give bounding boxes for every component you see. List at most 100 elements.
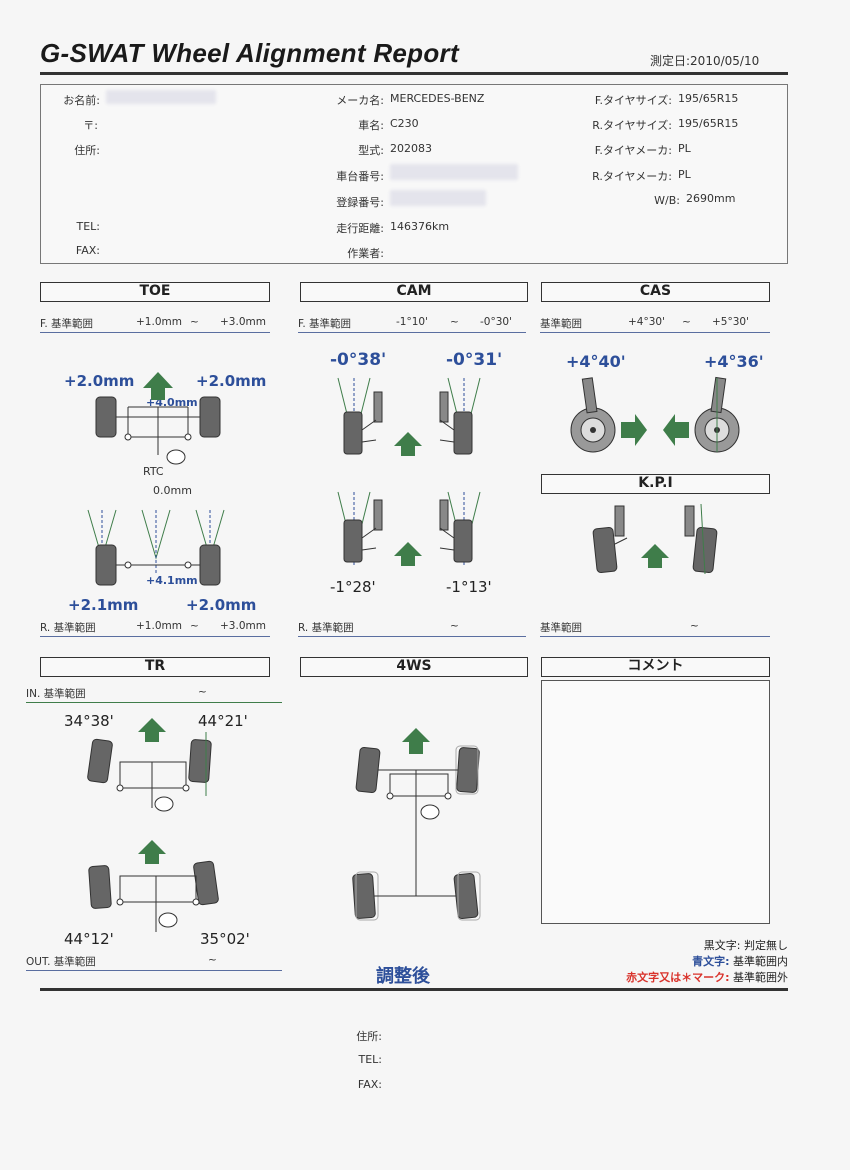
- cas-range-label: 基準範囲: [540, 318, 582, 330]
- legend-red-text: 基準範囲外: [733, 971, 788, 984]
- cam-f-max: -0°30': [480, 316, 512, 328]
- model-label: 車名:: [358, 119, 384, 132]
- reg-label: 登録番号:: [336, 196, 384, 209]
- zip-label: 〒:: [83, 119, 98, 132]
- comment-box[interactable]: [541, 680, 770, 924]
- tr-in-right: 44°21': [198, 712, 248, 730]
- date-value: 2010/05/10: [690, 54, 760, 68]
- mileage-value: 146376km: [390, 220, 450, 233]
- footer-fax-label: FAX:: [357, 1078, 382, 1091]
- toe-header: TOE: [40, 282, 270, 302]
- kpi-tilde: ~: [690, 620, 699, 632]
- 4ws-diagram: [352, 728, 481, 921]
- cas-right: +4°36': [704, 352, 764, 371]
- cam-rear-right: -1°13': [446, 578, 492, 596]
- footer-rule: [40, 988, 788, 991]
- tr-in-left: 34°38': [64, 712, 114, 730]
- measure-date: 測定日:2010/05/10: [650, 52, 759, 69]
- r-maker-label: R.タイヤメーカ:: [592, 170, 672, 183]
- cas-min: +4°30': [628, 316, 665, 328]
- toe-f-range-label: F. 基準範囲: [40, 318, 94, 330]
- toe-rear-right: +2.0mm: [186, 596, 257, 614]
- type-value: 202083: [390, 142, 432, 155]
- forward-arrow-icon: [394, 432, 422, 456]
- legend-blue-label: 青文字:: [692, 955, 730, 968]
- tr-out-right: 35°02': [200, 930, 250, 948]
- cam-r-range: R. 基準範囲 ~: [298, 620, 526, 637]
- tr-in-range: IN. 基準範囲 ~: [26, 686, 282, 703]
- toe-r-tilde: ~: [190, 620, 199, 632]
- footer-address-label: 住所:: [356, 1030, 382, 1043]
- wb-label: W/B:: [654, 194, 680, 207]
- kpi-diagram: [592, 503, 718, 575]
- toe-f-max: +3.0mm: [220, 316, 266, 328]
- toe-front-left: +2.0mm: [64, 372, 135, 390]
- f-size-label: F.タイヤサイズ:: [594, 94, 672, 107]
- fax-label: FAX:: [75, 244, 100, 257]
- name-label: お名前:: [63, 94, 100, 107]
- tr-out-left: 44°12': [64, 930, 114, 948]
- r-size-value: 195/65R15: [678, 117, 739, 130]
- tr-in-tilde: ~: [198, 686, 207, 698]
- date-label: 測定日:: [650, 54, 691, 68]
- legend-black-label: 黒文字:: [703, 939, 741, 952]
- report-title: G-SWAT Wheel Alignment Report: [40, 38, 459, 68]
- tr-diagram: [87, 718, 219, 932]
- steering-wheel-icon: [166, 449, 186, 465]
- footer-tel-label: TEL:: [358, 1053, 382, 1066]
- cam-front-right: -0°31': [446, 350, 503, 370]
- f-maker-label: F.タイヤメーカ:: [594, 144, 672, 157]
- cam-front-left: -0°38': [330, 350, 387, 370]
- cas-tilde: ~: [682, 316, 691, 328]
- cam-diagram: [337, 377, 481, 566]
- right-arrow-icon: [621, 414, 647, 446]
- wb-value: 2690mm: [686, 192, 736, 205]
- address-label: 住所:: [74, 144, 100, 157]
- f-size-value: 195/65R15: [678, 92, 739, 105]
- toe-r-range-label: R. 基準範囲: [40, 622, 96, 634]
- tel-label: TEL:: [76, 220, 100, 233]
- toe-r-min: +1.0mm: [136, 620, 182, 632]
- status-after-adjustment: 調整後: [376, 966, 430, 987]
- f-maker-value: PL: [678, 142, 691, 155]
- toe-diagram: [87, 372, 225, 586]
- toe-r-range: R. 基準範囲 +1.0mm ~ +3.0mm: [40, 620, 270, 637]
- legend-blue-text: 基準範囲内: [733, 955, 788, 968]
- r-size-label: R.タイヤサイズ:: [592, 119, 672, 132]
- legend-red: 赤文字又は＊マーク: 基準範囲外: [540, 969, 788, 985]
- cas-range: 基準範囲 +4°30' ~ +5°30': [540, 316, 770, 333]
- cam-rear-left: -1°28': [330, 578, 376, 596]
- r-maker-value: PL: [678, 168, 691, 181]
- toe-rear-left: +2.1mm: [68, 596, 139, 614]
- toe-rear-total: +4.1mm: [146, 574, 198, 587]
- cas-header: CAS: [541, 282, 770, 302]
- comment-header: コメント: [541, 657, 770, 677]
- cam-f-range: F. 基準範囲 -1°10' ~ -0°30': [298, 316, 526, 333]
- toe-f-tilde: ~: [190, 316, 199, 328]
- cam-f-min: -1°10': [396, 316, 428, 328]
- chassis-label: 車台番号:: [336, 170, 384, 183]
- toe-f-range: F. 基準範囲 +1.0mm ~ +3.0mm: [40, 316, 270, 333]
- cam-f-range-label: F. 基準範囲: [298, 318, 352, 330]
- header-rule: [40, 72, 788, 75]
- tr-header: TR: [40, 657, 270, 677]
- redacted-name: [106, 90, 216, 104]
- tr-out-range-label: OUT. 基準範囲: [26, 956, 96, 968]
- toe-r-max: +3.0mm: [220, 620, 266, 632]
- cas-left: +4°40': [566, 352, 626, 371]
- toe-front-right: +2.0mm: [196, 372, 267, 390]
- legend-red-label: 赤文字又は＊マーク:: [626, 971, 730, 984]
- redacted-chassis: [390, 164, 518, 180]
- cam-header: CAM: [300, 282, 528, 302]
- rtc-label: RTC: [143, 465, 164, 478]
- cam-f-tilde: ~: [450, 316, 459, 328]
- cas-max: +5°30': [712, 316, 749, 328]
- legend-blue: 青文字: 基準範囲内: [560, 953, 788, 969]
- worker-label: 作業者:: [347, 247, 384, 260]
- 4ws-header: 4WS: [300, 657, 528, 677]
- cas-diagram: [570, 376, 740, 453]
- cam-r-range-label: R. 基準範囲: [298, 622, 354, 634]
- kpi-range: 基準範囲 ~: [540, 620, 770, 637]
- cam-r-tilde: ~: [450, 620, 459, 632]
- redacted-registration: [390, 190, 486, 206]
